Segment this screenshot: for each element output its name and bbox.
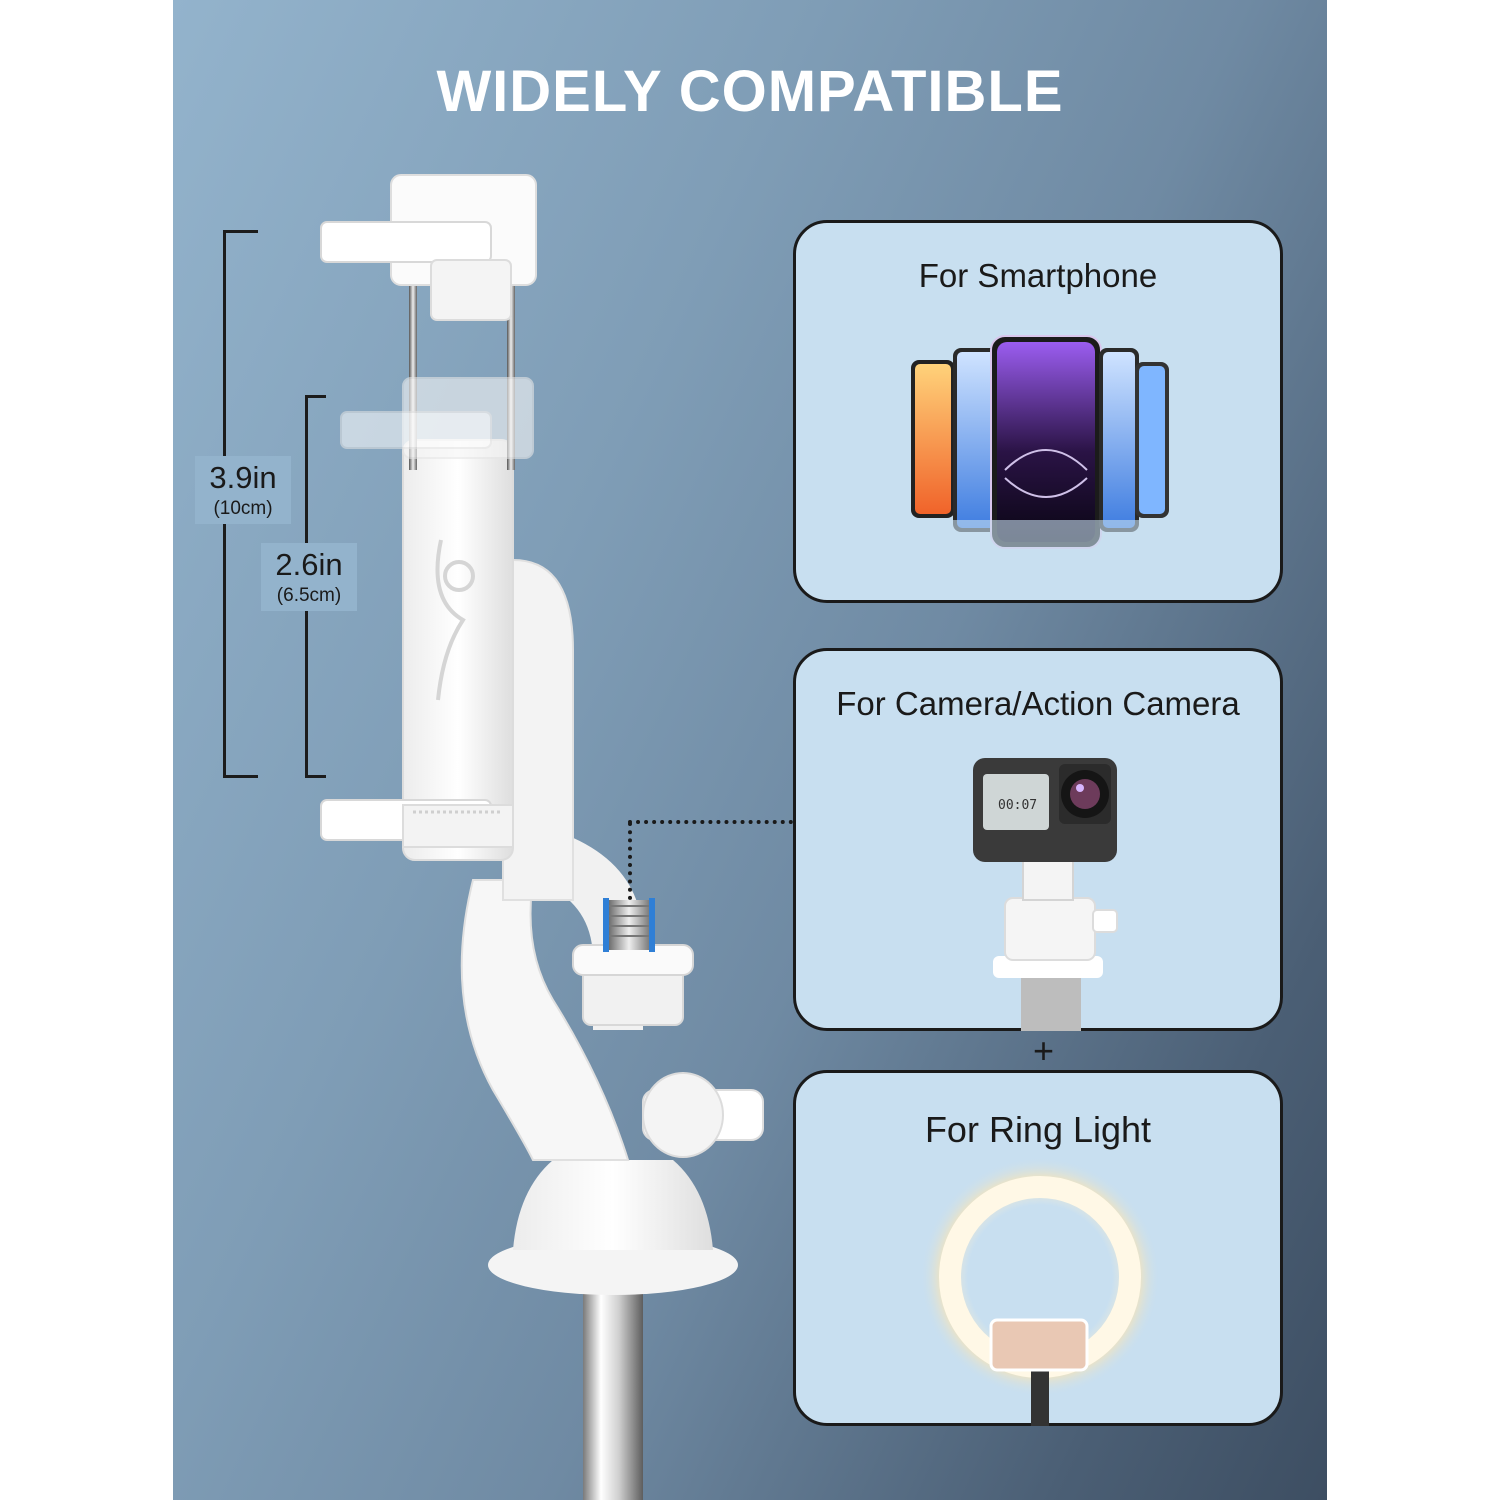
inner-dimension-cm: (6.5cm) (276, 585, 342, 606)
outer-dimension-cm: (10cm) (213, 498, 273, 519)
page-title: WIDELY COMPATIBLE (436, 59, 1064, 124)
product-canvas: WIDELY COMPATIBLE (173, 0, 1327, 1500)
inner-dimension-label: 2.6in (6.5cm) (261, 543, 357, 611)
card-smartphone: For Smartphone (793, 220, 1283, 603)
ring-light-image (920, 1157, 1160, 1426)
phone-holder-illustration (320, 174, 764, 1500)
card-ring-light: For Ring Light (793, 1070, 1283, 1426)
inner-dimension-inches: 2.6in (275, 547, 343, 582)
connector-dotted-horizontal (628, 820, 793, 824)
outer-dimension-label: 3.9in (10cm) (195, 456, 291, 524)
smartphones-image (911, 335, 1169, 560)
camera-screen-time: 00:07 (998, 798, 1038, 813)
plus-sign: + (1033, 1030, 1055, 1071)
action-camera-image (973, 758, 1118, 1031)
outer-dimension-inches: 3.9in (209, 460, 277, 495)
connector-dotted-vertical (628, 822, 632, 900)
card-ring-light-title: For Ring Light (924, 1109, 1152, 1150)
card-camera: For Camera/Action Camera 00:07 (793, 648, 1283, 1031)
card-smartphone-title: For Smartphone (918, 257, 1158, 294)
card-camera-title: For Camera/Action Camera (836, 685, 1240, 722)
